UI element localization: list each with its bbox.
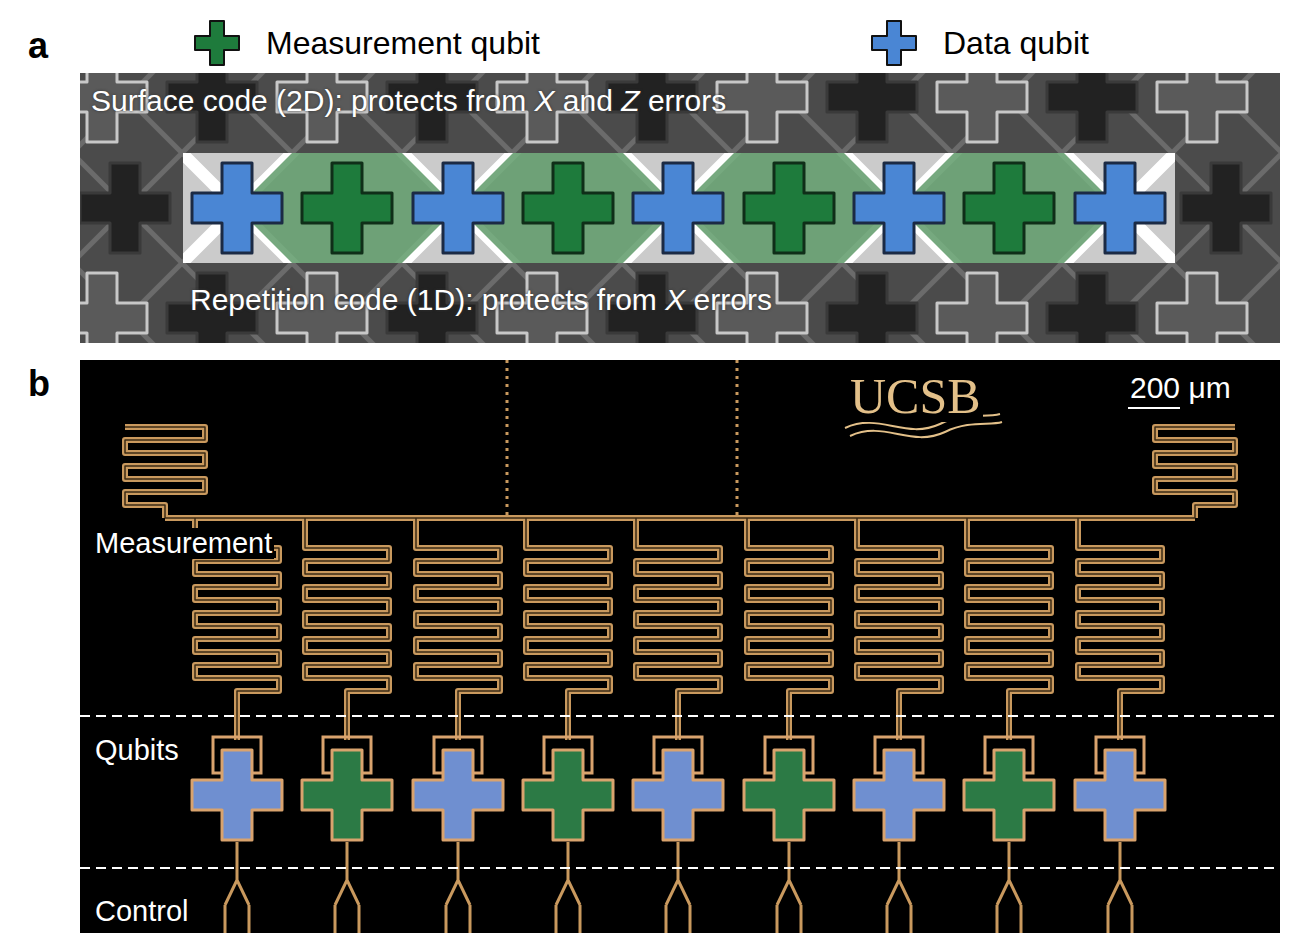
readout-resonator bbox=[747, 518, 831, 740]
chip-ground bbox=[80, 360, 1280, 933]
control-line bbox=[887, 842, 911, 933]
control-line bbox=[335, 842, 359, 933]
resonator-gap bbox=[1078, 518, 1162, 740]
measurement-qubit bbox=[964, 750, 1054, 840]
dashed-divider bbox=[80, 867, 1280, 869]
data-qubit-cross bbox=[633, 163, 723, 253]
data-qubit bbox=[633, 750, 723, 840]
legend-swatch bbox=[872, 21, 916, 65]
outline-cross bbox=[937, 273, 1027, 343]
scale-bar-label: 200 μm bbox=[1128, 372, 1233, 404]
control-line bbox=[1108, 842, 1132, 933]
filter-gap bbox=[1155, 427, 1235, 518]
data-qubit-cross bbox=[1075, 163, 1165, 253]
outline-cross bbox=[717, 73, 807, 142]
data-qubit-cross bbox=[854, 163, 944, 253]
data-qubit bbox=[192, 750, 282, 840]
filter-meander bbox=[1155, 427, 1235, 518]
chip-photo bbox=[80, 360, 1280, 933]
top-row-qubits bbox=[80, 73, 1247, 142]
control-line bbox=[556, 842, 580, 933]
dark-cross bbox=[80, 163, 170, 253]
readout-resonator bbox=[967, 518, 1051, 740]
region-label: Control bbox=[93, 896, 191, 927]
stabilizer-diamonds bbox=[237, 153, 1119, 263]
resonator-gap bbox=[526, 518, 610, 740]
measurement-qubit bbox=[744, 750, 834, 840]
control-line bbox=[997, 842, 1021, 933]
resonator-gap bbox=[416, 518, 500, 740]
data-qubit bbox=[854, 750, 944, 840]
filter-meander bbox=[125, 427, 205, 518]
measurement-qubit bbox=[302, 750, 392, 840]
bottom-row-qubits bbox=[80, 273, 1247, 343]
data-qubit-cross bbox=[413, 163, 503, 253]
code-caption: Surface code (2D): protects from X and Z… bbox=[91, 86, 726, 116]
legend-entry: Measurement qubit bbox=[192, 19, 540, 67]
filter-gap bbox=[125, 427, 205, 518]
resonator-gap bbox=[967, 518, 1051, 740]
legend-entry: Data qubit bbox=[869, 19, 1089, 67]
control-lines bbox=[225, 842, 1132, 933]
chip-qubits bbox=[192, 750, 1165, 840]
resonator-gap bbox=[857, 518, 941, 740]
feedline-gap bbox=[165, 517, 1195, 519]
control-line bbox=[666, 842, 690, 933]
dark-cross bbox=[1047, 273, 1137, 343]
readout-resonator bbox=[1078, 518, 1162, 740]
resonator-gap bbox=[636, 518, 720, 740]
bias-lines bbox=[507, 360, 737, 518]
readout-gaps bbox=[125, 427, 1235, 740]
panel-letter: b bbox=[28, 366, 50, 402]
dotted-line bbox=[736, 360, 739, 518]
dark-cross bbox=[827, 73, 917, 142]
swoosh-line bbox=[850, 422, 1002, 437]
outline-cross bbox=[80, 273, 147, 343]
readout-lines bbox=[125, 427, 1235, 740]
dark-cross bbox=[1047, 73, 1137, 142]
legend-text: Measurement qubit bbox=[266, 27, 540, 59]
feedline bbox=[165, 515, 1195, 521]
region-dividers bbox=[80, 716, 1280, 868]
readout-resonator bbox=[636, 518, 720, 740]
middle-row-qubits bbox=[80, 163, 1271, 253]
measurement-qubit-cross bbox=[523, 163, 613, 253]
readout-resonator bbox=[305, 518, 389, 740]
dark-cross bbox=[1181, 163, 1271, 253]
readout-resonator bbox=[526, 518, 610, 740]
outline-cross bbox=[1157, 273, 1247, 343]
readout-resonator bbox=[857, 518, 941, 740]
data-qubit-cross bbox=[192, 163, 282, 253]
resonator-gap bbox=[305, 518, 389, 740]
legend-swatch-frame bbox=[869, 19, 919, 67]
dark-cross bbox=[827, 273, 917, 343]
region-label: Qubits bbox=[93, 735, 181, 766]
region-label: Measurement bbox=[93, 528, 274, 559]
resonator-gap bbox=[747, 518, 831, 740]
data-qubit bbox=[413, 750, 503, 840]
panel-letter: a bbox=[28, 28, 48, 64]
legend-swatch-frame bbox=[192, 19, 242, 67]
outline-cross bbox=[1157, 73, 1247, 142]
measurement-qubit-cross bbox=[302, 163, 392, 253]
measurement-qubit-cross bbox=[964, 163, 1054, 253]
readout-resonator bbox=[416, 518, 500, 740]
legend-swatch bbox=[195, 21, 239, 65]
control-line bbox=[225, 842, 249, 933]
measurement-qubit bbox=[523, 750, 613, 840]
control-line bbox=[777, 842, 801, 933]
dashed-divider bbox=[80, 715, 1280, 717]
legend-text: Data qubit bbox=[943, 27, 1089, 59]
code-caption: Repetition code (1D): protects from X er… bbox=[190, 285, 772, 315]
lattice-panel bbox=[80, 73, 1280, 343]
outline-cross bbox=[937, 73, 1027, 142]
dotted-line bbox=[506, 360, 509, 518]
scale-bar bbox=[1128, 407, 1180, 409]
control-line bbox=[446, 842, 470, 933]
data-qubit bbox=[1075, 750, 1165, 840]
measurement-qubit-cross bbox=[744, 163, 834, 253]
university-logo: UCSB bbox=[848, 370, 983, 422]
